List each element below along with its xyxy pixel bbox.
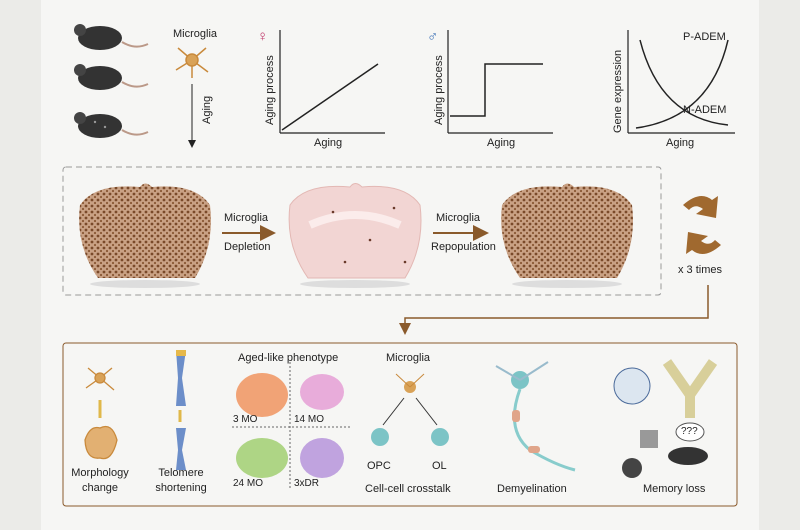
panel-label-14mo: 14 MO (294, 414, 325, 425)
umap-panel-3xdr (300, 438, 344, 478)
mouse-icon-2 (74, 64, 149, 90)
opc-cell-icon (371, 428, 389, 446)
mouse-icon-1 (74, 24, 149, 50)
cube-object-icon (640, 430, 658, 448)
chart-gene-expression (627, 30, 735, 134)
brain-section-3 (501, 183, 633, 288)
chart-female-linear (279, 30, 385, 134)
step2-top-label: Microglia (436, 212, 481, 224)
mouse-icon-4 (668, 447, 708, 465)
brain-section-1 (79, 183, 211, 288)
phenotype-panels (232, 362, 352, 490)
chromosome-icon (176, 350, 186, 470)
microglia-label: Microglia (173, 28, 218, 40)
chart-male-step (447, 30, 553, 134)
chart1-ylabel: Aging process (264, 55, 276, 125)
outcomes-box (62, 342, 738, 507)
memory-loss-label: Memory loss (643, 483, 706, 495)
brain-section-2 (288, 183, 422, 288)
demyelination-label: Demyelination (497, 483, 567, 495)
crosstalk-label: Cell-cell crosstalk (365, 483, 451, 495)
aging-arrow-label: Aging (201, 95, 213, 124)
umap-panel-3mo (236, 373, 288, 417)
chart2-ylabel: Aging process (433, 55, 445, 125)
memory-loss-icons (613, 359, 718, 478)
male-symbol: ♂ (427, 28, 439, 45)
crosstalk-diagram (371, 373, 449, 446)
umap-panel-24mo (236, 438, 288, 478)
female-symbol: ♀ (257, 28, 269, 45)
mouse-icon-3 (74, 112, 149, 138)
opc-label: OPC (367, 460, 391, 472)
chart1-xlabel: Aging (314, 137, 343, 149)
water-maze-icon (613, 367, 651, 405)
depletion-box (62, 166, 662, 296)
connector-arrow (399, 285, 709, 335)
umap-panel-14mo (300, 374, 344, 410)
sphere-object-icon (622, 458, 642, 478)
cycle-arrows-icon (683, 196, 721, 254)
telomere-label-line2: shortening (155, 482, 207, 494)
panel-label-3xdr: 3xDR (294, 478, 320, 489)
chart3-ylabel: Gene expression (612, 49, 624, 133)
morphology-label-line1: Morphology (71, 467, 129, 479)
ol-label: OL (432, 460, 447, 472)
speech-bubble-icon (675, 422, 705, 442)
crosstalk-title: Microglia (386, 352, 431, 364)
speech-bubble-text: ??? (681, 426, 698, 437)
y-maze-icon (662, 359, 718, 418)
telomere-label-line1: Telomere (158, 467, 204, 479)
chart3-xlabel: Aging (666, 137, 695, 149)
curve-n-adem-label: N-ADEM (683, 104, 727, 116)
step2-bottom-label: Repopulation (431, 241, 496, 253)
morphology-icon (84, 367, 118, 460)
repeat-label: x 3 times (678, 264, 723, 276)
morphology-label-line2: change (81, 482, 119, 494)
curve-p-adem-label: P-ADEM (683, 31, 726, 43)
phenotype-title: Aged-like phenotype (238, 352, 339, 364)
panel-label-3mo: 3 MO (233, 414, 258, 425)
step1-bottom-label: Depletion (224, 241, 271, 253)
chart2-xlabel: Aging (487, 137, 516, 149)
panel-label-24mo: 24 MO (233, 478, 264, 489)
ol-cell-icon (431, 428, 449, 446)
microglia-icon (175, 47, 209, 78)
neuron-icon (495, 361, 576, 472)
step1-top-label: Microglia (224, 212, 269, 224)
